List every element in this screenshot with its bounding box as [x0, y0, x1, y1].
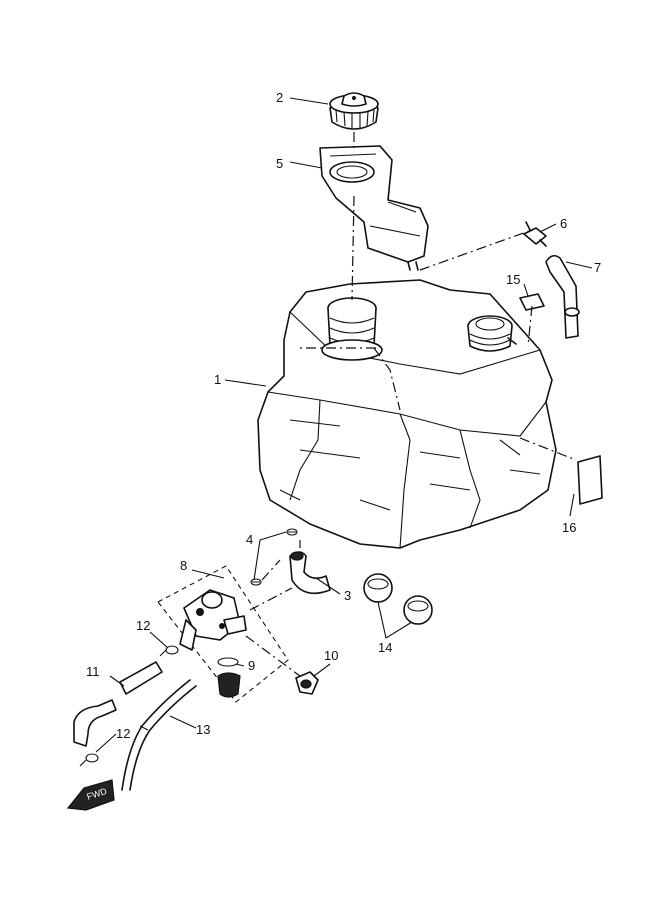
part-11-fuel-hose [73, 661, 163, 747]
callout-label-12-upper: 12 [136, 618, 150, 633]
callout-label-5: 5 [276, 156, 283, 171]
part-3-elbow-hose [289, 551, 331, 595]
part-14-grommets [363, 573, 433, 625]
callout-label-7: 7 [594, 260, 601, 275]
callout-label-8: 8 [180, 558, 187, 573]
part-1-fuel-tank [257, 279, 557, 549]
callout-label-9: 9 [248, 658, 255, 673]
part-15-pad [519, 293, 545, 311]
part-5-filler-neck [319, 145, 429, 271]
callout-label-14: 14 [378, 640, 392, 655]
callout-label-11: 11 [86, 664, 100, 679]
part-16-pad [577, 455, 603, 505]
assembly-centerlines [245, 132, 577, 677]
callout-label-2: 2 [276, 90, 283, 105]
part-2-fuel-cap [329, 92, 379, 130]
callout-label-12-lower: 12 [116, 726, 130, 741]
part-4-clips [250, 528, 298, 586]
callout-label-10: 10 [324, 648, 338, 663]
part-8-fuel-cock-assembly [157, 565, 289, 703]
callout-label-1: 1 [214, 372, 221, 387]
part-6-fitting [523, 221, 547, 247]
part-7-vent-hose [545, 254, 580, 339]
callout-labels: 2 5 1 4 3 8 6 7 15 16 14 9 10 11 12 12 1… [86, 90, 601, 741]
part-12-clamps [79, 645, 179, 767]
part-13-breather-hose [121, 679, 197, 791]
callout-label-16: 16 [562, 520, 576, 535]
callout-label-4: 4 [246, 532, 253, 547]
callout-label-3: 3 [344, 588, 351, 603]
callout-leaders [95, 97, 593, 753]
part-9-oring-strainer [217, 657, 241, 698]
part-10-drain-bolt [295, 671, 319, 695]
callout-label-15: 15 [506, 272, 520, 287]
callout-label-13: 13 [196, 722, 210, 737]
front-direction-marker: FWD [66, 779, 115, 811]
callout-label-6: 6 [560, 216, 567, 231]
